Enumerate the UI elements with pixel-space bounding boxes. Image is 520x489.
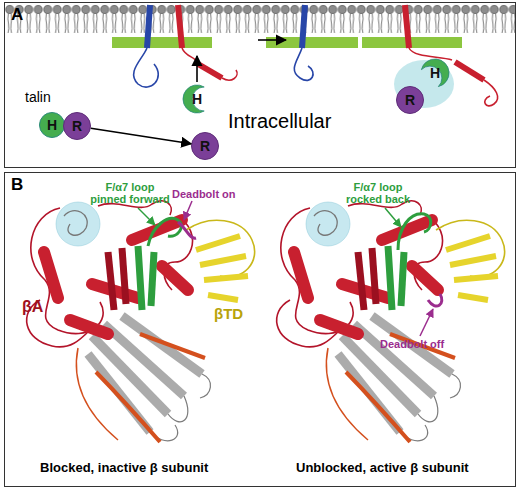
deadbolt	[178, 222, 196, 238]
illustration-part	[222, 70, 237, 80]
domain-letter: H	[430, 66, 440, 80]
panel-letter: B	[11, 176, 23, 193]
loop-back	[398, 214, 431, 250]
illustration-part	[208, 295, 238, 300]
illustration-part	[64, 211, 87, 236]
panel-letter: A	[11, 6, 23, 23]
illustration-part	[70, 320, 108, 334]
deadbolt-label: Deadbolt off	[380, 338, 444, 350]
illustration-part	[200, 374, 210, 398]
illustration-part	[56, 202, 100, 246]
domain-label: βTD	[214, 306, 243, 323]
talin-head: H	[182, 84, 212, 114]
domain-letter: R	[405, 93, 415, 107]
alpha-tail	[134, 5, 159, 87]
leader-arrow	[420, 309, 433, 336]
illustration-part	[362, 37, 462, 48]
beta-tail	[178, 5, 237, 80]
leader-arrow	[184, 201, 192, 220]
illustration-part	[134, 48, 159, 87]
leader-arrow	[385, 208, 401, 227]
domain-letter: H	[47, 118, 57, 132]
illustration-part	[168, 396, 188, 422]
dissociation-arrow	[91, 128, 191, 144]
talin-head: H	[420, 58, 450, 88]
illustration-part	[138, 246, 142, 310]
illustration-part	[44, 220, 188, 334]
illustration-part	[484, 80, 498, 106]
panel-frame: A H R H R H R	[4, 2, 516, 168]
crescent-shape	[420, 53, 455, 88]
illustration-part	[196, 236, 240, 250]
region-label: Intracellular	[228, 110, 331, 132]
alpha-tail	[294, 5, 313, 80]
panel-frame: B	[4, 172, 516, 487]
illustration-part	[302, 5, 305, 48]
illustration-part	[96, 372, 160, 442]
talin-rod: R	[396, 86, 424, 114]
illustration-part	[108, 252, 114, 310]
deadbolt-label: Deadbolt on	[172, 188, 236, 200]
illustration-part	[409, 48, 452, 60]
illustration-part	[178, 5, 182, 48]
beta-subunit-structure	[277, 201, 505, 442]
illustration-part	[266, 37, 358, 48]
crescent-shape	[183, 85, 204, 113]
lipid-bilayer	[5, 5, 515, 35]
illustration-part	[186, 220, 255, 277]
illustration-part	[200, 256, 246, 265]
illustration-part	[76, 348, 118, 440]
leader-arrow	[138, 208, 155, 225]
binding-arrow	[196, 56, 198, 82]
illustration-part	[147, 5, 150, 48]
illustration-part	[455, 62, 484, 80]
domain-label: βA	[22, 298, 43, 316]
protein-label: talin	[25, 90, 51, 106]
illustration-part	[122, 248, 126, 304]
loop-label: F/α7 loop pinned forward	[86, 181, 174, 206]
illustration-part	[112, 37, 212, 48]
domain-letter: R	[72, 119, 82, 133]
state-caption: Blocked, inactive β subunit	[40, 461, 208, 476]
transition-arrow	[258, 39, 286, 41]
talin-head: H	[39, 112, 65, 138]
illustration-part	[132, 220, 182, 240]
domain-letter: H	[192, 92, 202, 106]
domain-letter: R	[200, 139, 210, 153]
illustration-part	[151, 252, 154, 306]
deadbolt	[428, 294, 442, 306]
illustration-part	[44, 252, 58, 298]
state-caption: Unblocked, active β subunit	[296, 461, 469, 476]
illustration-part	[405, 5, 409, 48]
illustration-part	[108, 248, 126, 310]
illustration-part	[138, 246, 154, 310]
illustration-part	[27, 201, 193, 347]
illustration-part	[76, 334, 205, 442]
talin-rod: R	[63, 112, 91, 140]
illustration-part	[204, 276, 248, 280]
illustration-part	[294, 48, 313, 80]
illustration-part	[150, 374, 210, 441]
talin-rod: R	[191, 132, 219, 160]
illustration-part	[162, 266, 188, 290]
illustration-part	[196, 236, 248, 300]
illustration-part	[122, 316, 202, 374]
loop-label: F/α7 loop rocked back	[334, 181, 422, 206]
illustration-part	[198, 64, 222, 78]
illustration-part	[140, 334, 205, 358]
illustration-part	[182, 48, 198, 64]
beta-subunit-structure	[27, 201, 255, 442]
